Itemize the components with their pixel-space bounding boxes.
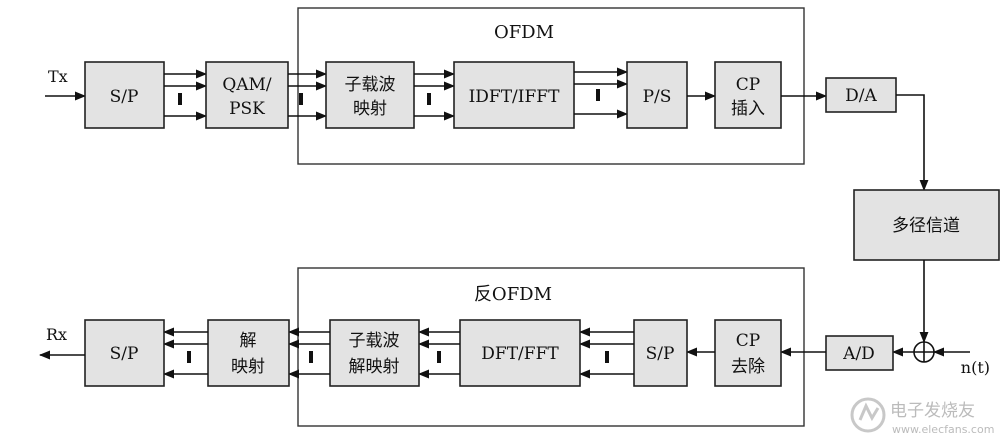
tx-bus-1 (164, 69, 208, 121)
tx-subcarrier-map-block (325, 61, 415, 129)
rx-sp-label: S/P (646, 344, 675, 364)
tx-da-label: D/A (845, 86, 877, 106)
rx-subcarrier-demap-block (329, 319, 420, 387)
inverse-ofdm-title: 反OFDM (474, 284, 552, 305)
rx-ps-block (84, 319, 165, 387)
rx-ad-label: A/D (842, 344, 875, 364)
watermark: 电子发烧友 www.elecfans.com (850, 397, 994, 436)
rx-fft-label: DFT/FFT (481, 344, 559, 364)
tx-bus-2 (288, 69, 328, 121)
noise-label: n(t) (961, 358, 990, 377)
rx-ps-label: S/P (110, 344, 139, 364)
ofdm-title: OFDM (494, 22, 554, 43)
tx-ps-block (626, 61, 688, 129)
adder-symbol (913, 341, 935, 363)
rx-subcarrier-demap-label-2: 解映射 (349, 357, 400, 377)
tx-label: Tx (48, 67, 68, 86)
tx-ifft-block (453, 61, 575, 129)
rx-ad-block (825, 335, 894, 371)
rx-bus-4 (162, 327, 208, 379)
tx-sp-block (84, 61, 165, 129)
tx-qam-block (205, 61, 289, 129)
channel-block (853, 189, 1000, 261)
tx-qam-label-2: PSK (229, 99, 265, 119)
da-to-channel-arrow (896, 94, 929, 192)
tx-ps-label: P/S (643, 87, 672, 107)
rx-cp-remove-label-2: 去除 (731, 357, 765, 377)
channel-label: 多径信道 (892, 216, 960, 236)
tx-cp-insert-label-2: 插入 (731, 99, 765, 119)
rx-cp-remove-block (714, 319, 782, 387)
rx-cp-remove-label-1: CP (736, 331, 760, 351)
tx-cp-insert-label-1: CP (736, 75, 760, 95)
tx-subcarrier-map-label-1: 子载波 (345, 75, 396, 95)
rx-bus-1 (578, 327, 634, 379)
watermark-brand: 电子发烧友 (890, 401, 975, 421)
tx-bus-3 (414, 69, 456, 121)
tx-ifft-label: IDFT/IFFT (469, 87, 561, 107)
watermark-url: www.elecfans.com (892, 423, 994, 436)
rx-bus-3 (287, 327, 330, 379)
rx-demap-label-2: 映射 (231, 357, 265, 377)
rx-bus-2 (417, 327, 460, 379)
rx-demap-block (207, 319, 290, 387)
rx-fft-block (459, 319, 581, 387)
tx-sp-label: S/P (110, 87, 139, 107)
rx-subcarrier-demap-label-1: 子载波 (349, 331, 400, 351)
rx-demap-label-1: 解 (240, 331, 257, 351)
tx-qam-label-1: QAM/ (222, 75, 272, 95)
watermark-logo-icon (850, 397, 886, 433)
tx-cp-insert-block (714, 61, 782, 129)
tx-bus-4 (574, 67, 629, 119)
tx-da-block (825, 77, 897, 113)
rx-sp-block (633, 319, 688, 387)
tx-subcarrier-map-label-2: 映射 (353, 99, 387, 119)
rx-label: Rx (46, 325, 67, 344)
